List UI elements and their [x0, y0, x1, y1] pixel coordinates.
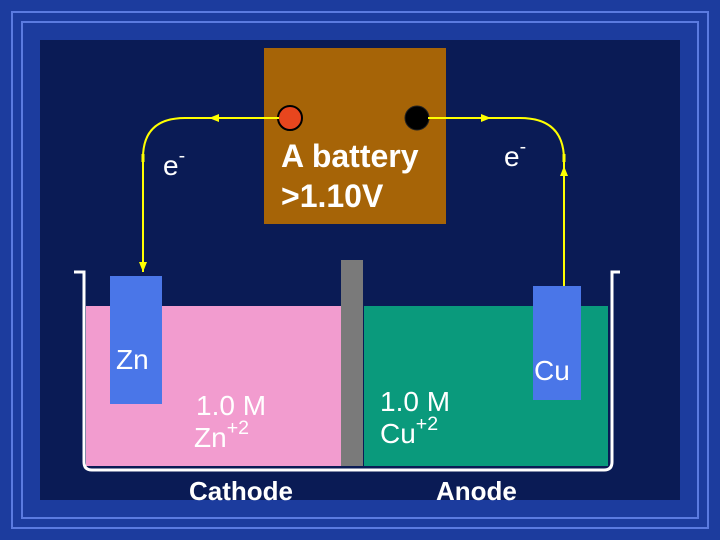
copper-ion-charge: +2	[415, 412, 439, 435]
battery-body	[264, 48, 446, 224]
border-line-outer	[11, 11, 709, 529]
zinc-concentration: 1.0 M	[196, 390, 267, 421]
electron-right-charge: -	[519, 135, 527, 158]
zinc-ion-charge: +2	[226, 416, 250, 439]
salt-bridge	[341, 260, 363, 466]
copper-ion-base: Cu	[380, 418, 416, 449]
anode-label: Anode	[436, 476, 517, 506]
positive-terminal	[277, 105, 303, 131]
electron-left-base: e	[163, 150, 179, 181]
copper-concentration: 1.0 M	[380, 386, 451, 417]
zinc-electrode-label: Zn	[116, 344, 149, 375]
electron-right-label: e-	[504, 137, 526, 172]
zinc-electrode	[110, 276, 162, 404]
beaker	[74, 270, 620, 472]
zinc-ion-label: Zn+2	[194, 418, 249, 453]
arrow-left-top	[209, 114, 219, 122]
electron-left-charge: -	[178, 144, 186, 167]
electron-left-label: e-	[163, 146, 185, 181]
copper-electrode-label: Cu	[534, 355, 570, 386]
battery-label-line1: A battery	[281, 138, 419, 174]
arrow-left-down	[139, 262, 147, 272]
copper-ion-label: Cu+2	[380, 414, 438, 449]
arrow-right-top	[481, 114, 491, 122]
battery-label-line2: >1.10V	[281, 178, 384, 214]
negative-terminal	[404, 105, 430, 131]
electron-right-base: e	[504, 141, 520, 172]
zinc-ion-base: Zn	[194, 422, 227, 453]
copper-electrode	[533, 286, 581, 400]
arrow-right-up	[560, 166, 568, 176]
border-line-inner	[21, 21, 699, 519]
cathode-label: Cathode	[189, 476, 293, 506]
